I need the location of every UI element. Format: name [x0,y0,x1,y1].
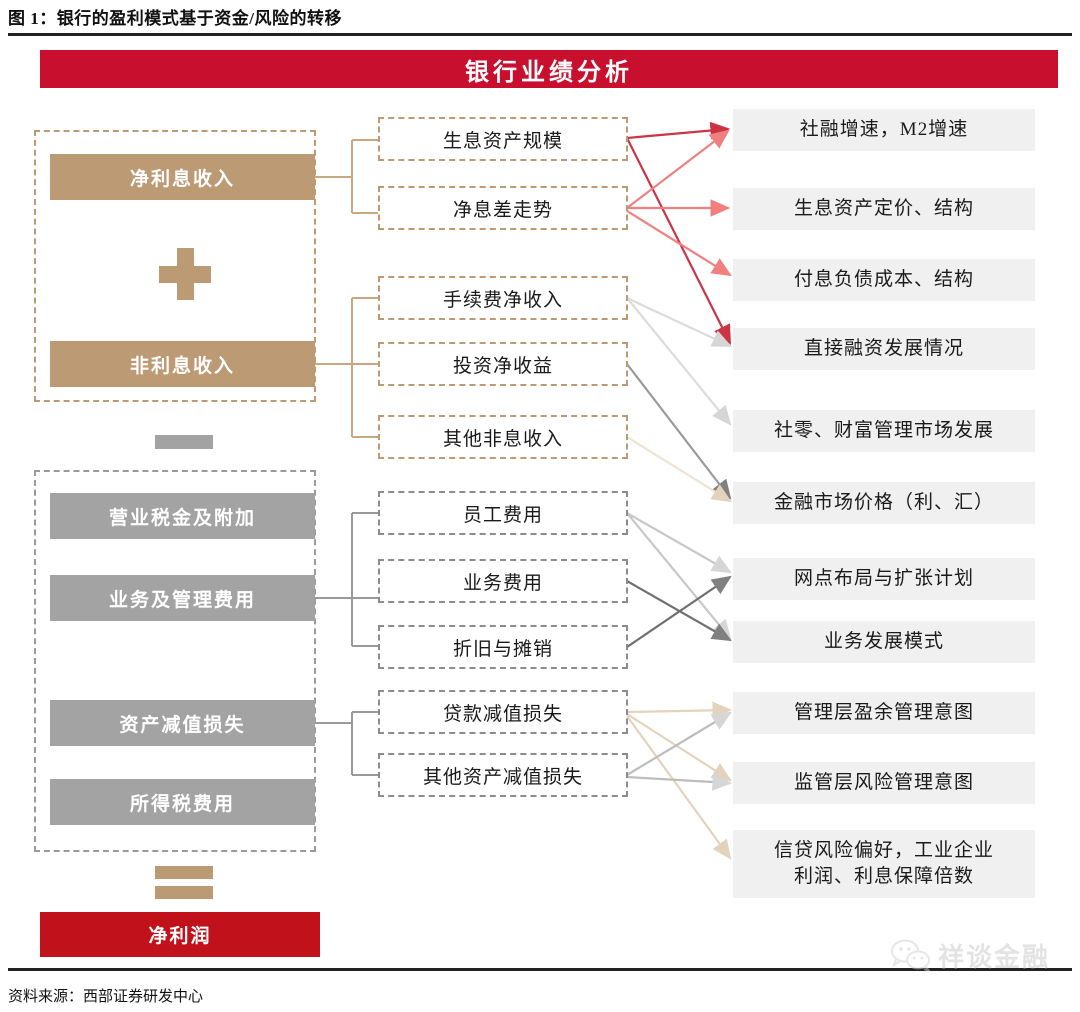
arrows-expense-drivers [626,512,732,648]
arrows-investment-income [626,363,732,500]
box-business-tax-label: 营业税金及附加 [108,507,256,529]
midbox-label: 折旧与摊销 [452,638,553,660]
midbox-label: 投资净收益 [452,355,553,377]
figure-caption: 图 1：银行的盈利模式基于资金/风险的转移 [8,9,342,28]
rightbox-label: 业务发展模式 [823,631,944,653]
midbox-label: 其他非息收入 [442,428,563,450]
diagram-title-banner: 银行业绩分析 [40,50,1058,88]
rightbox-label: 信贷风险偏好，工业企业 利润、利息保障倍数 [773,840,994,887]
midbox-label: 手续费净收入 [442,289,563,311]
diagram-title-text: 银行业绩分析 [465,59,633,86]
midbox-depreciation-amortization[interactable]: 折旧与摊销 [378,625,628,669]
bracket-net-interest-income [313,139,378,214]
arrows-other-noninterest-income [626,436,732,503]
rightbox-label: 管理层盈余管理意图 [793,702,974,724]
midbox-other-asset-impairment-loss[interactable]: 其他资产减值损失 [378,753,628,797]
box-income-tax-expense[interactable]: 所得税费用 [50,779,315,825]
minus-operator-icon [155,435,213,449]
plus-operator-icon [159,248,211,300]
bracket-operating-expense [313,512,378,647]
rightbox-liability-cost-structure[interactable]: 付息负债成本、结构 [733,259,1035,301]
box-net-profit-label: 净利润 [148,926,212,947]
arrows-interest-income [626,121,732,345]
rightbox-regulator-risk-intent[interactable]: 监管层风险管理意图 [733,762,1035,804]
rightbox-label: 监管层风险管理意图 [793,772,974,794]
midbox-business-expense[interactable]: 业务费用 [378,559,628,603]
rightbox-label: 直接融资发展情况 [803,338,964,360]
midbox-interest-earning-asset-scale[interactable]: 生息资产规模 [378,117,628,161]
rightbox-credit-risk-appetite[interactable]: 信贷风险偏好，工业企业 利润、利息保障倍数 [733,830,1035,898]
midbox-label: 其他资产减值损失 [422,766,583,788]
rightbox-direct-financing-development[interactable]: 直接融资发展情况 [733,328,1035,370]
rightbox-label: 社融增速，M2增速 [799,119,969,141]
bracket-impairment-loss [313,711,378,776]
midbox-label: 员工费用 [462,504,543,526]
source-note: 资料来源：西部证券研发中心 [8,989,204,1005]
top-divider [8,33,1072,36]
rightbox-financial-market-prices[interactable]: 金融市场价格（利、汇） [733,482,1035,524]
bracket-non-interest-income [313,297,378,438]
box-net-interest-income[interactable]: 净利息收入 [50,154,315,200]
box-net-interest-income-label: 净利息收入 [129,168,235,190]
midbox-label: 贷款减值损失 [442,703,563,725]
midbox-label: 业务费用 [462,572,543,594]
income-group-container [34,130,316,402]
watermark-text: 祥谈金融 [938,942,1051,972]
arrows-fee-income [626,297,732,426]
midbox-loan-impairment-loss[interactable]: 贷款减值损失 [378,690,628,734]
rightbox-retail-wealth-management-market[interactable]: 社零、财富管理市场发展 [733,410,1035,452]
box-operating-expense[interactable]: 业务及管理费用 [50,575,315,621]
box-non-interest-income-label: 非利息收入 [129,355,235,377]
midbox-other-noninterest-income[interactable]: 其他非息收入 [378,415,628,459]
watermark: 祥谈金融 [890,932,1060,978]
wechat-icon [891,939,931,971]
rightbox-label: 网点布局与扩张计划 [793,568,974,590]
expense-group-container [34,470,316,852]
rightbox-label: 生息资产定价、结构 [793,198,974,220]
rightbox-asset-pricing-structure[interactable]: 生息资产定价、结构 [733,188,1035,230]
box-net-profit[interactable]: 净利润 [40,912,320,957]
rightbox-social-financing-m2-growth[interactable]: 社融增速，M2增速 [733,109,1035,151]
midbox-label: 生息资产规模 [442,130,563,152]
box-non-interest-income[interactable]: 非利息收入 [50,341,315,387]
midbox-label: 净息差走势 [452,199,553,221]
bottom-divider [8,968,1072,971]
box-income-tax-expense-label: 所得税费用 [129,793,235,815]
rightbox-management-earnings-intent[interactable]: 管理层盈余管理意图 [733,692,1035,734]
midbox-staff-expense[interactable]: 员工费用 [378,491,628,535]
rightbox-label: 付息负债成本、结构 [793,269,974,291]
rightbox-label: 社零、财富管理市场发展 [773,420,994,442]
box-business-tax[interactable]: 营业税金及附加 [50,493,315,539]
midbox-net-fee-income[interactable]: 手续费净收入 [378,276,628,320]
arrows-impairment-drivers [626,701,733,860]
midbox-net-investment-income[interactable]: 投资净收益 [378,342,628,386]
rightbox-branch-layout-expansion-plan[interactable]: 网点布局与扩张计划 [733,558,1035,600]
box-operating-expense-label: 业务及管理费用 [108,589,256,611]
rightbox-business-development-model[interactable]: 业务发展模式 [733,621,1035,663]
rightbox-label: 金融市场价格（利、汇） [773,492,994,514]
midbox-net-interest-margin-trend[interactable]: 净息差走势 [378,186,628,230]
box-asset-impairment-loss-label: 资产减值损失 [119,714,246,736]
box-asset-impairment-loss[interactable]: 资产减值损失 [50,700,315,746]
